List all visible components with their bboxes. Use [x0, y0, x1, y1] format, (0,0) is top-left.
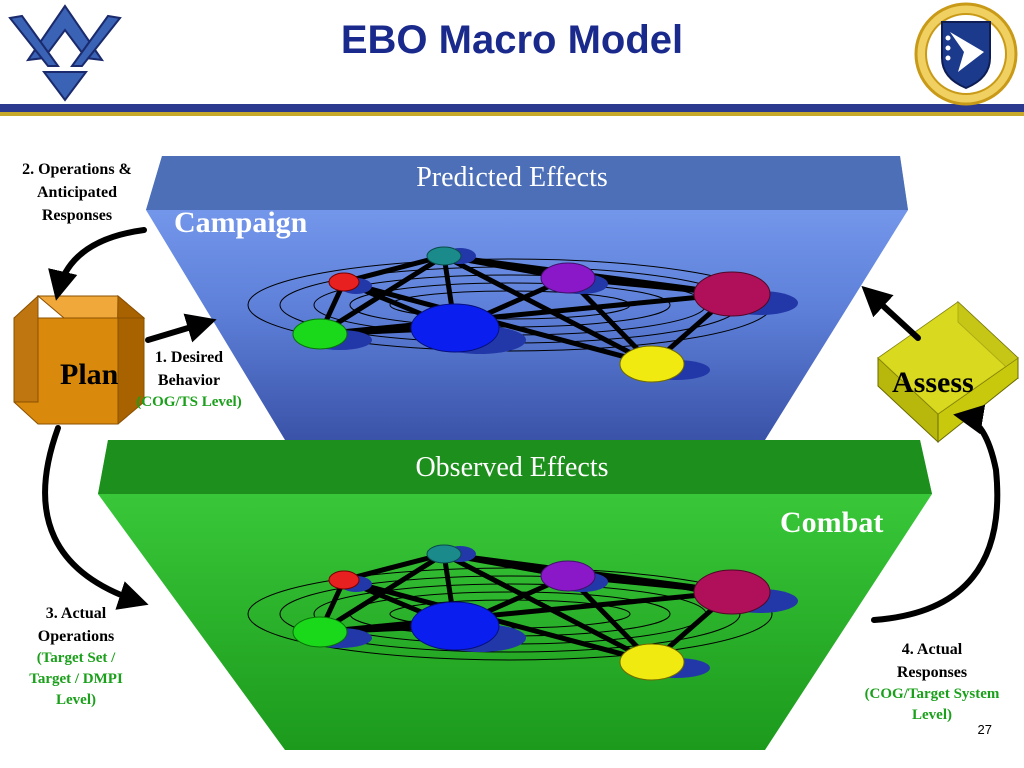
step-1-line1: 1. Desired — [154, 349, 224, 366]
afrl-shield-logo — [914, 2, 1018, 106]
arrow-plan-to-campaign — [145, 313, 217, 343]
step-4-label: 4. Actual Responses (COG/Target System L… — [846, 638, 1018, 726]
step-4-line1: 4. Actual — [901, 641, 963, 658]
combat-label: Combat — [780, 506, 884, 539]
arrow-combat-to-assess — [871, 404, 1001, 623]
step-2-line3: Responses — [41, 207, 113, 224]
arrow-ops-to-plan — [48, 227, 147, 301]
step-1-line2: Behavior — [157, 372, 221, 389]
step-1-label: 1. Desired Behavior (COG/TS Level) — [124, 346, 254, 413]
step-4-line2: Responses — [896, 664, 968, 681]
arrow-plan-to-combat — [42, 425, 149, 610]
plan-cube — [13, 294, 146, 425]
observed-effects-header — [98, 440, 932, 494]
step-1-note: (COG/TS Level) — [136, 394, 242, 410]
plan-label: Plan — [60, 358, 119, 391]
step-3-label: 3. Actual Operations (Target Set / Targe… — [6, 602, 146, 711]
top-network — [247, 246, 798, 383]
step-3-note2: Target / DMPI — [29, 671, 123, 687]
step-3-line1: 3. Actual — [45, 605, 107, 622]
step-3-note3: Level) — [56, 692, 96, 708]
page-title: EBO Macro Model — [340, 18, 684, 62]
assess-label: Assess — [892, 366, 974, 399]
predicted-effects-header — [146, 156, 908, 210]
step-2-line2: Anticipated — [37, 184, 117, 201]
air-force-wings-logo — [8, 4, 122, 102]
bottom-network — [247, 544, 798, 681]
header-rule-accent — [0, 112, 1024, 116]
step-2-label: 2. Operations & Anticipated Responses — [2, 158, 152, 227]
step-2-line1: 2. Operations & — [22, 161, 132, 178]
campaign-label: Campaign — [174, 206, 308, 239]
page-number: 27 — [977, 722, 992, 737]
predicted-effects-title: Predicted Effects — [416, 162, 608, 193]
arrow-assess-to-campaign — [861, 285, 921, 341]
step-4-note2: Level) — [912, 707, 952, 723]
observed-effects-panel — [98, 440, 932, 750]
step-3-line2: Operations — [37, 628, 115, 645]
header-rule — [0, 104, 1024, 112]
step-3-note1: (Target Set / — [36, 650, 116, 666]
step-4-note1: (COG/Target System — [864, 686, 1000, 702]
observed-effects-title: Observed Effects — [415, 452, 609, 483]
